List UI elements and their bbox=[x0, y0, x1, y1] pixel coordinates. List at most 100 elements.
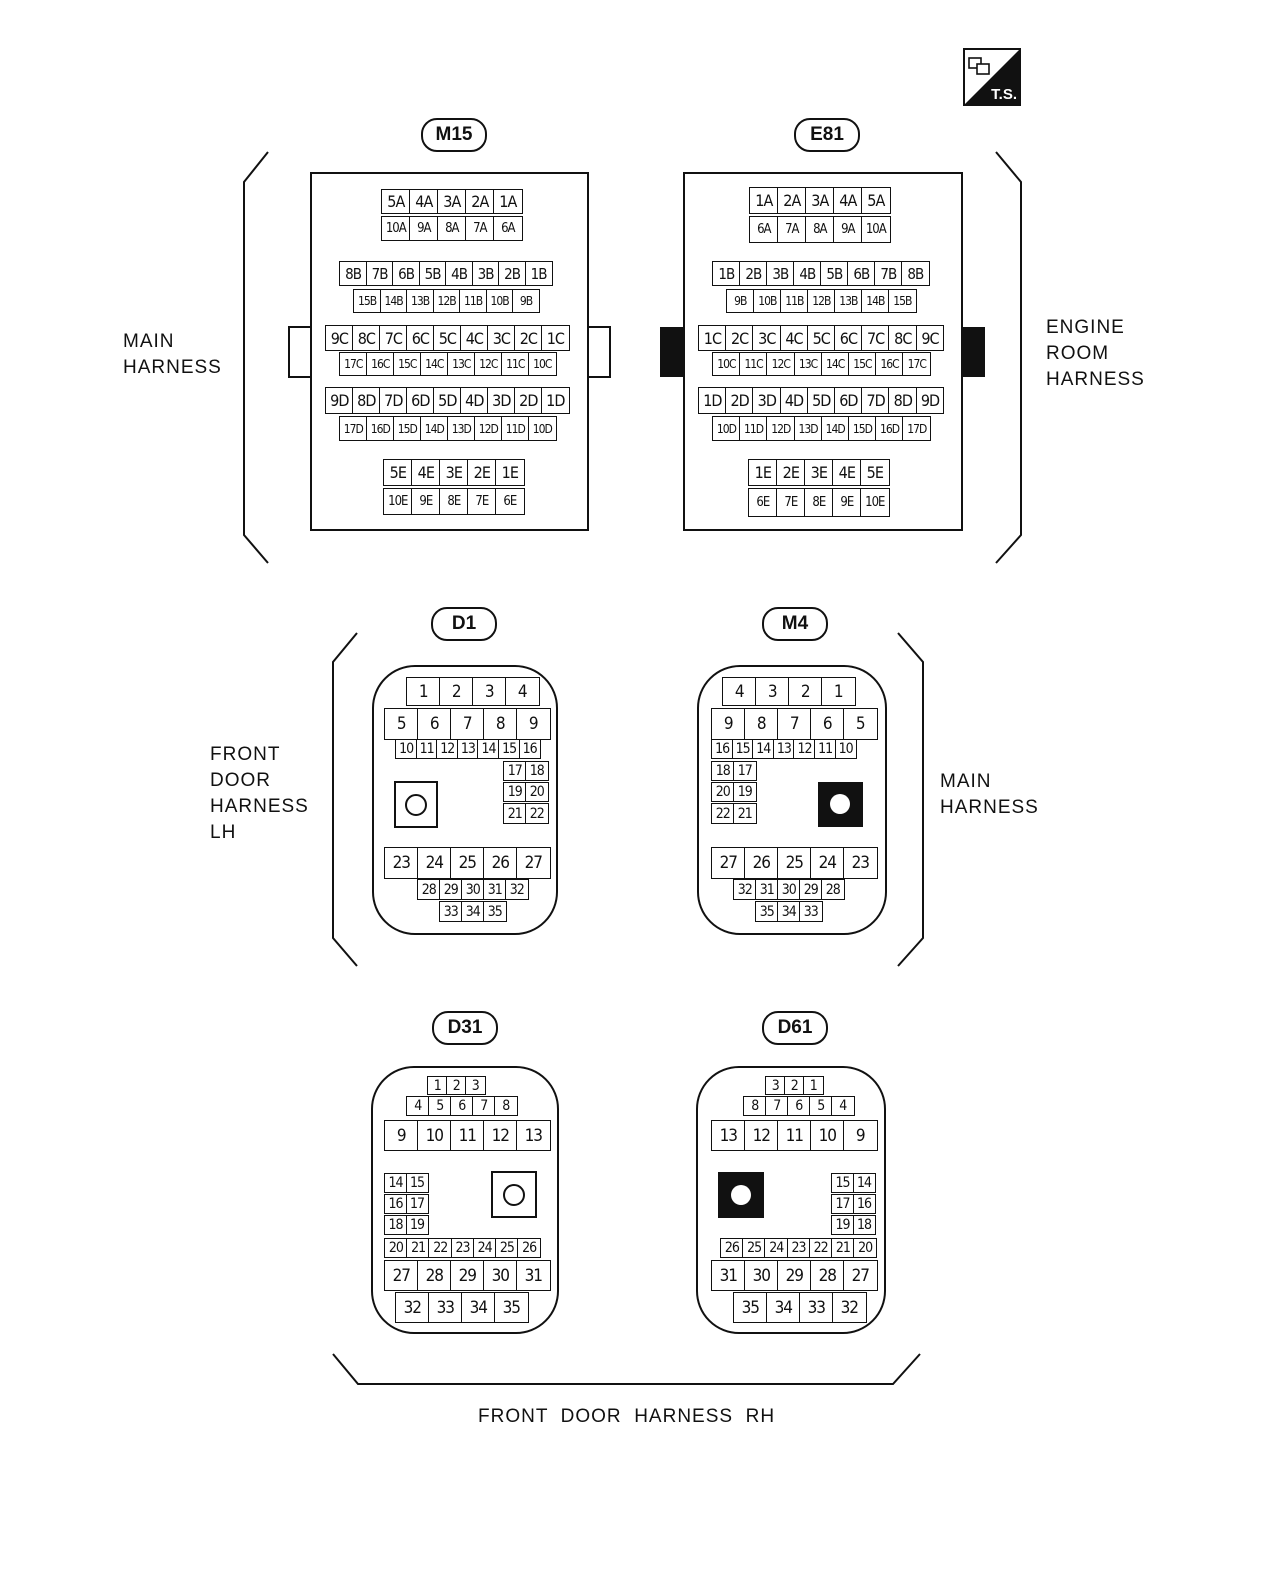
pin-m4-13: 13 bbox=[772, 739, 795, 759]
pin-m15-12d: 12D bbox=[474, 416, 503, 441]
ts-badge: T.S. bbox=[963, 48, 1021, 106]
pin-m15-10e: 10E bbox=[383, 488, 413, 515]
pin-d31-6: 6 bbox=[450, 1096, 474, 1116]
pin-e81-6a: 6A bbox=[749, 216, 779, 243]
pin-m4-35: 35 bbox=[755, 901, 779, 922]
pin-d31-18: 18 bbox=[384, 1215, 408, 1235]
pin-d61-2: 2 bbox=[784, 1076, 805, 1095]
pin-e81-4e: 4E bbox=[832, 459, 862, 486]
pin-e81-4c: 4C bbox=[779, 325, 809, 351]
pin-m15-3a: 3A bbox=[437, 189, 467, 214]
e81-lock-right bbox=[962, 327, 985, 377]
pin-e81-4b: 4B bbox=[793, 261, 822, 286]
pin-d61-5: 5 bbox=[809, 1096, 833, 1116]
pin-d1-12: 12 bbox=[436, 739, 459, 759]
pin-m15-13d: 13D bbox=[447, 416, 476, 441]
pin-m4-2: 2 bbox=[788, 677, 823, 706]
pin-d31-35: 35 bbox=[494, 1292, 529, 1323]
pin-e81-17d: 17D bbox=[902, 416, 932, 441]
pin-m15-10d: 10D bbox=[528, 416, 557, 441]
pin-e81-3a: 3A bbox=[805, 187, 835, 214]
pin-m15-8c: 8C bbox=[352, 325, 381, 351]
pin-m15-11c: 11C bbox=[501, 352, 530, 376]
pin-d61-9: 9 bbox=[843, 1120, 878, 1151]
pin-d1-8: 8 bbox=[483, 708, 518, 740]
d61-housing bbox=[696, 1066, 886, 1334]
pin-d61-12: 12 bbox=[744, 1120, 779, 1151]
pin-m15-10a: 10A bbox=[381, 216, 411, 241]
tag-e81: E81 bbox=[794, 118, 860, 152]
pin-e81-9a: 9A bbox=[833, 216, 863, 243]
pin-d31-22: 22 bbox=[428, 1238, 453, 1258]
pin-e81-14d: 14D bbox=[820, 416, 850, 441]
pin-e81-1c: 1C bbox=[698, 325, 727, 351]
pin-m4-32: 32 bbox=[733, 879, 757, 900]
pin-d61-3: 3 bbox=[765, 1076, 786, 1095]
pin-d61-22: 22 bbox=[808, 1238, 833, 1258]
pin-d1-22: 22 bbox=[525, 803, 549, 824]
pin-e81-3c: 3C bbox=[752, 325, 782, 351]
pin-e81-13c: 13C bbox=[793, 352, 823, 376]
pin-d61-32: 32 bbox=[832, 1292, 867, 1323]
pin-m15-13c: 13C bbox=[447, 352, 476, 376]
pin-d31-24: 24 bbox=[472, 1238, 497, 1258]
pin-m15-5b: 5B bbox=[418, 261, 447, 286]
pin-d1-33: 33 bbox=[439, 901, 463, 922]
pin-e81-14c: 14C bbox=[820, 352, 850, 376]
pin-d61-10: 10 bbox=[810, 1120, 845, 1151]
pin-d31-31: 31 bbox=[516, 1260, 551, 1291]
bracket-main-harness-m4 bbox=[897, 632, 924, 967]
pin-m15-8d: 8D bbox=[352, 387, 381, 414]
pin-d31-12: 12 bbox=[483, 1120, 518, 1151]
pin-d61-27: 27 bbox=[843, 1260, 878, 1291]
pin-e81-16d: 16D bbox=[875, 416, 904, 441]
pin-m15-9a: 9A bbox=[409, 216, 439, 241]
pin-d61-34: 34 bbox=[766, 1292, 801, 1323]
pin-m15-11d: 11D bbox=[501, 416, 530, 441]
pin-m4-34: 34 bbox=[777, 901, 801, 922]
pin-m15-4a: 4A bbox=[409, 189, 439, 214]
pin-d31-26: 26 bbox=[517, 1238, 541, 1258]
pin-d31-7: 7 bbox=[472, 1096, 496, 1116]
pin-d1-4: 4 bbox=[505, 677, 540, 706]
pin-e81-10d: 10D bbox=[712, 416, 741, 441]
pin-m4-31: 31 bbox=[755, 879, 779, 900]
pin-m4-23: 23 bbox=[843, 847, 878, 879]
pin-e81-1e: 1E bbox=[748, 459, 778, 486]
pin-m15-7e: 7E bbox=[467, 488, 497, 515]
pin-e81-3d: 3D bbox=[752, 387, 782, 414]
pin-d1-26: 26 bbox=[483, 847, 518, 879]
pin-d61-7: 7 bbox=[765, 1096, 789, 1116]
pin-m4-15: 15 bbox=[731, 739, 754, 759]
pin-d1-30: 30 bbox=[461, 879, 485, 900]
pin-m15-14d: 14D bbox=[420, 416, 449, 441]
connector-stack-icon bbox=[963, 48, 1021, 106]
pin-m15-8e: 8E bbox=[439, 488, 469, 515]
pin-m15-6c: 6C bbox=[406, 325, 435, 351]
pin-m4-21: 21 bbox=[733, 803, 757, 824]
pin-e81-7d: 7D bbox=[861, 387, 890, 414]
pin-m15-3e: 3E bbox=[439, 459, 469, 486]
pin-m15-7b: 7B bbox=[365, 261, 394, 286]
pin-e81-7a: 7A bbox=[777, 216, 807, 243]
pin-d61-1: 1 bbox=[803, 1076, 824, 1095]
pin-e81-11b: 11B bbox=[780, 289, 809, 313]
pin-d1-14: 14 bbox=[477, 739, 500, 759]
pin-d61-6: 6 bbox=[787, 1096, 811, 1116]
pin-m15-6e: 6E bbox=[495, 488, 525, 515]
pin-e81-1d: 1D bbox=[698, 387, 727, 414]
pin-d1-23: 23 bbox=[384, 847, 419, 879]
pin-m4-1: 1 bbox=[821, 677, 856, 706]
pin-m15-9b: 9B bbox=[512, 289, 541, 313]
pin-d61-26: 26 bbox=[720, 1238, 744, 1258]
pin-m15-14c: 14C bbox=[420, 352, 449, 376]
pin-e81-10e: 10E bbox=[860, 488, 890, 517]
pin-d1-17: 17 bbox=[503, 761, 527, 781]
pin-e81-4d: 4D bbox=[779, 387, 809, 414]
pin-d1-15: 15 bbox=[498, 739, 521, 759]
pin-d31-8: 8 bbox=[494, 1096, 518, 1116]
pin-d61-33: 33 bbox=[799, 1292, 834, 1323]
pin-d31-25: 25 bbox=[495, 1238, 519, 1258]
ts-badge-text: T.S. bbox=[991, 86, 1017, 103]
